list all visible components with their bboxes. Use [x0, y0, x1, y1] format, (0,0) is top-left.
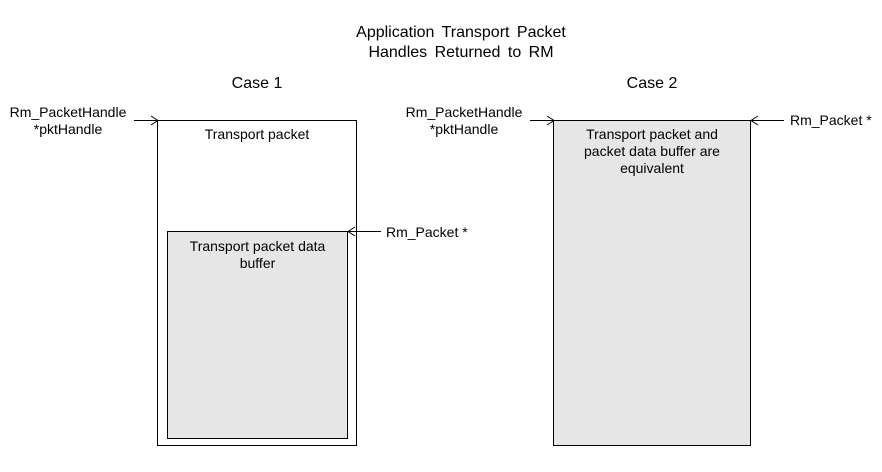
case-2-handle-type: Rm_PacketHandle [405, 104, 523, 120]
case-1-handle-type: Rm_PacketHandle [9, 104, 127, 120]
diagram-title-line-2: Handles Returned to RM [368, 44, 554, 61]
case-2-combined-packet-box [553, 120, 751, 446]
case-2-packet-pointer-label: Rm_Packet * [790, 112, 872, 128]
case-1-handle-arrow [134, 115, 159, 126]
case-1-data-buffer-label: Transport packet data buffer [189, 238, 326, 271]
case-2-packet-pointer-arrow [750, 115, 784, 126]
case-1-packet-pointer-label: Rm_Packet * [386, 224, 468, 240]
case-2-handle-name: *pktHandle [429, 121, 499, 137]
case-2-handle-arrow [530, 115, 555, 126]
case-1-label: Case 1 [231, 75, 283, 92]
case-1-transport-packet-label: Transport packet [204, 126, 310, 142]
diagram-title-line-1: Application Transport Packet [356, 24, 566, 41]
case-1-handle-name: *pktHandle [33, 121, 103, 137]
case-2-label: Case 2 [626, 75, 678, 92]
case-2-combined-packet-label: Transport packet and packet data buffer … [584, 126, 720, 176]
case-1-data-buffer-box [167, 231, 348, 439]
